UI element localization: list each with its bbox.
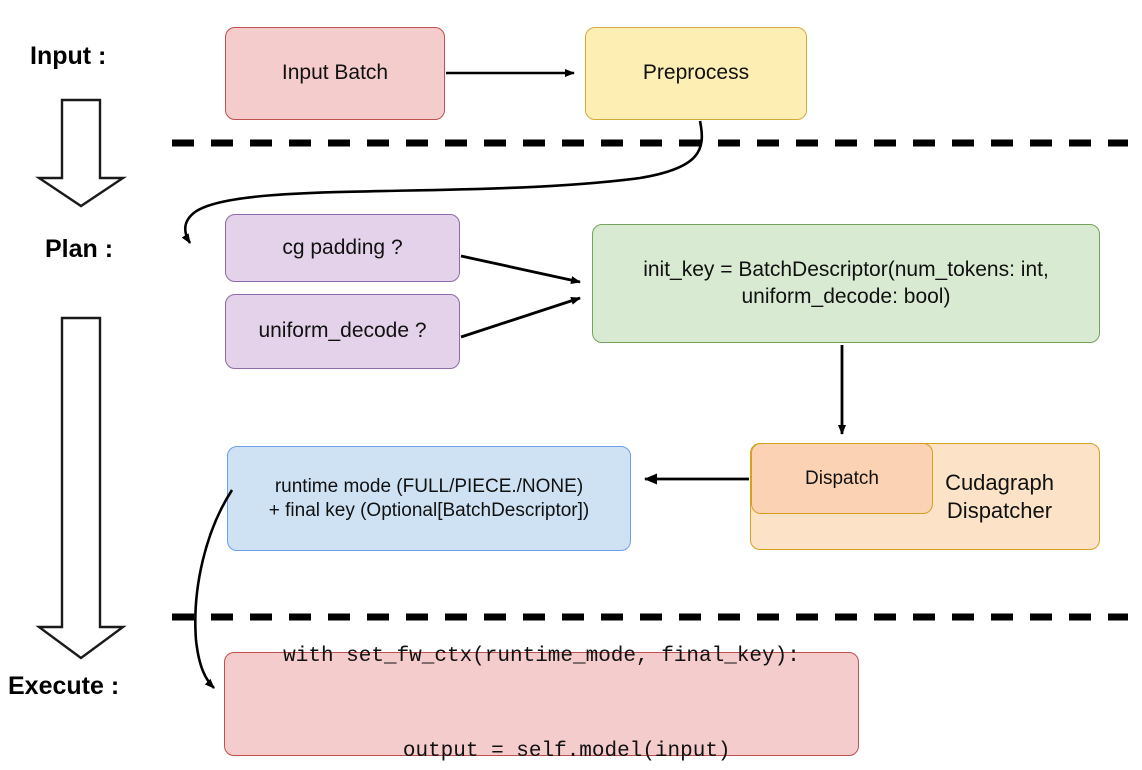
node-uniform-decode-label: uniform_decode ? <box>258 319 427 343</box>
node-cg-padding-label: cg padding ? <box>282 235 403 259</box>
node-cudagraph-dispatcher-line2: Dispatcher <box>946 497 1053 523</box>
node-input-batch[interactable]: Input Batch <box>225 27 445 120</box>
node-runtime-mode-line1: runtime mode (FULL/PIECE./NONE) <box>274 475 584 497</box>
node-cg-padding[interactable]: cg padding ? <box>225 214 460 282</box>
stage-label-plan: Plan : <box>45 235 114 263</box>
node-dispatch-label: Dispatch <box>805 467 879 489</box>
plan-to-execute-block-arrow <box>35 316 127 660</box>
arrow-cg-padding-to-init-key <box>460 254 581 284</box>
node-dispatch[interactable]: Dispatch <box>751 443 933 514</box>
node-preprocess[interactable]: Preprocess <box>585 27 807 120</box>
stage-label-execute: Execute : <box>8 672 120 700</box>
input-to-plan-block-arrow <box>35 98 127 208</box>
node-runtime-mode[interactable]: runtime mode (FULL/PIECE./NONE) + final … <box>227 446 631 551</box>
node-input-batch-label: Input Batch <box>281 61 389 85</box>
node-code-block[interactable]: with set_fw_ctx(runtime_mode, final_key)… <box>224 645 859 763</box>
node-code-line2: output = self.model(input) <box>352 739 731 763</box>
stage-label-input: Input : <box>30 42 107 70</box>
node-uniform-decode[interactable]: uniform_decode ? <box>225 294 460 369</box>
node-preprocess-label: Preprocess <box>642 61 750 85</box>
node-init-key[interactable]: init_key = BatchDescriptor(num_tokens: i… <box>592 224 1100 343</box>
node-init-key-line1: init_key = BatchDescriptor(num_tokens: i… <box>643 258 1049 282</box>
node-init-key-line2: uniform_decode: bool) <box>741 284 951 308</box>
node-runtime-mode-line2: + final key (Optional[BatchDescriptor]) <box>268 499 590 521</box>
arrow-uniform-decode-to-init-key <box>460 296 581 339</box>
node-code-line1: with set_fw_ctx(runtime_mode, final_key)… <box>283 645 800 668</box>
node-cudagraph-dispatcher-line1: Cudagraph <box>945 470 1054 495</box>
